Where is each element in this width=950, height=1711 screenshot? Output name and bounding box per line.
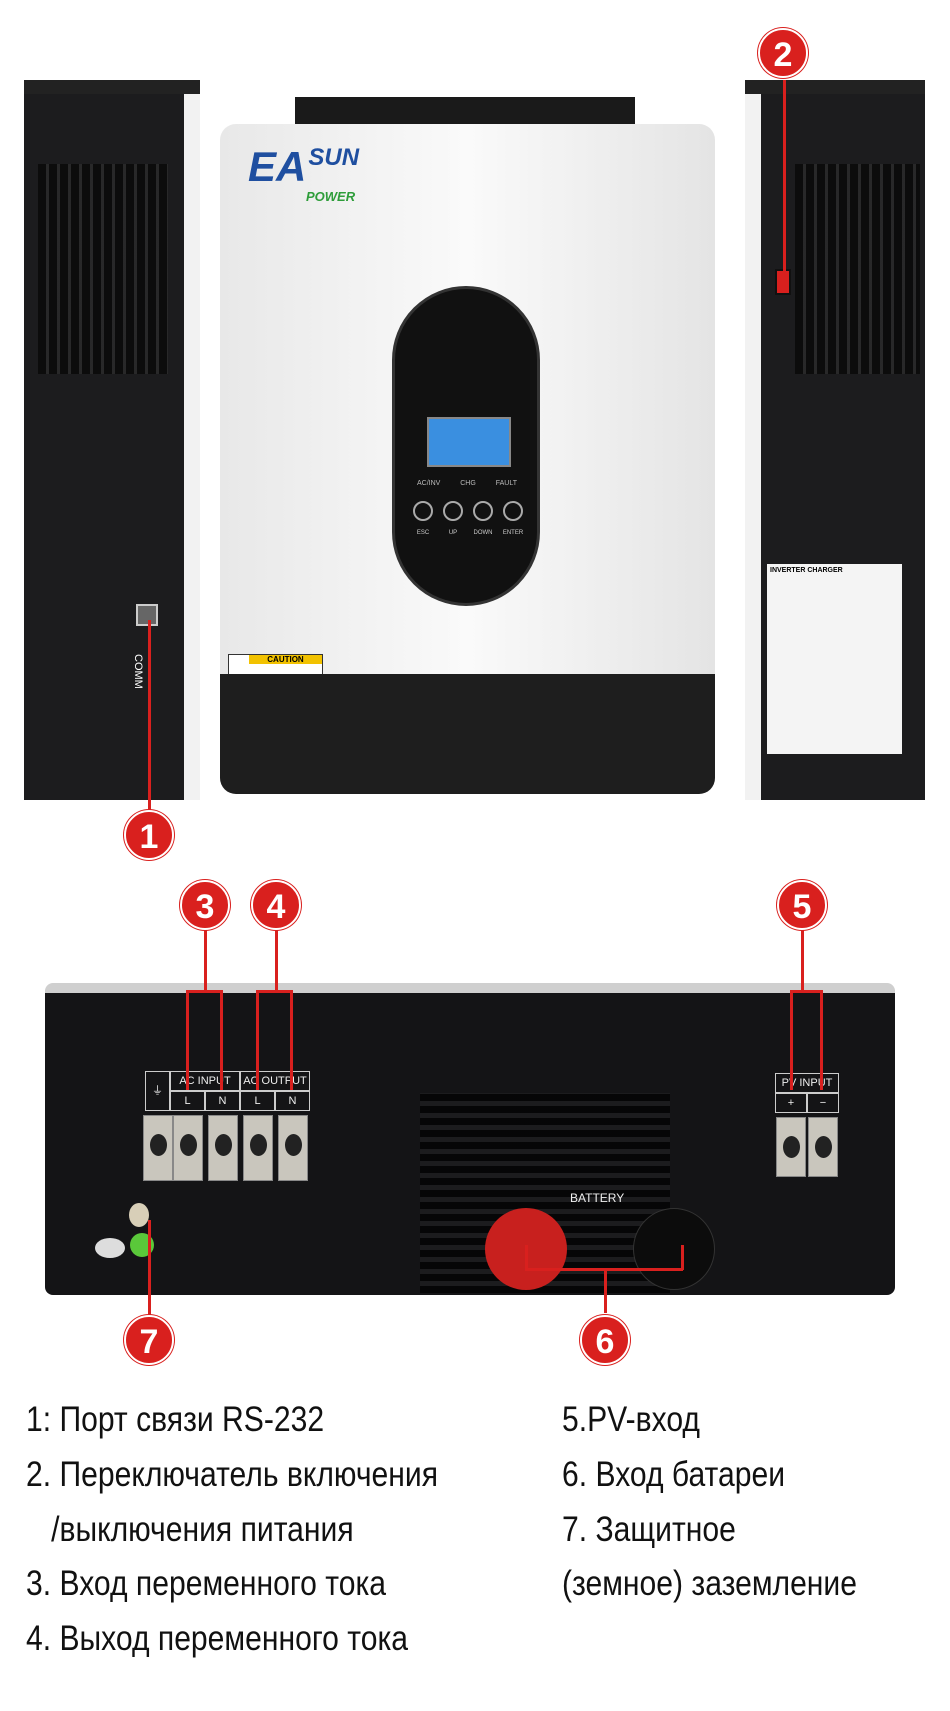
up-button[interactable] (443, 501, 463, 521)
ac-output-label: AC OUTPUT (240, 1071, 310, 1091)
esc-button[interactable] (413, 501, 433, 521)
brand-power: POWER (306, 189, 356, 204)
led-acinv: AC/INV (417, 480, 441, 487)
down-label: DOWN (473, 530, 493, 536)
legend-item-4: 4. Выход переменного тока (26, 1619, 409, 1658)
legend-item-5: 5.PV-вход (562, 1400, 700, 1439)
ground-screw[interactable] (129, 1203, 149, 1227)
legend-item-3: 3. Вход переменного тока (26, 1564, 387, 1603)
rear-unit: ⏚ AC INPUT AC OUTPUT L N L N PV INPUT + … (45, 983, 895, 1295)
ac-input-n: N (205, 1091, 240, 1111)
qc-sticker (95, 1238, 125, 1258)
enter-button[interactable] (503, 501, 523, 521)
ac-output-l: L (240, 1091, 275, 1111)
left-side-panel: COMM (24, 80, 200, 800)
terminal-pv-plus[interactable] (776, 1117, 806, 1177)
comm-port[interactable] (136, 604, 158, 626)
esc-label: ESC (416, 530, 430, 536)
terminal-ac-out-n[interactable] (278, 1115, 308, 1181)
front-bottom-panel (220, 674, 715, 794)
front-unit: EA SUN POWER AC/INV CHG FAULT ESC UP DOWN ENT… (220, 124, 715, 794)
spec-sticker: INVERTER CHARGER (767, 564, 902, 754)
badge-3: 3 (180, 880, 230, 930)
brand-ea: EA (248, 143, 307, 190)
terminal-ground[interactable] (143, 1115, 173, 1181)
badge-2: 2 (758, 28, 808, 78)
ac-output-n: N (275, 1091, 310, 1111)
terminal-pv-minus[interactable] (808, 1117, 838, 1177)
badge-7: 7 (124, 1315, 174, 1365)
legend-item-7-cont: (земное) заземление (562, 1564, 857, 1603)
badge-1: 1 (124, 810, 174, 860)
enter-label: ENTER (502, 530, 524, 536)
terminal-ac-in-n[interactable] (208, 1115, 238, 1181)
control-panel: AC/INV CHG FAULT ESC UP DOWN ENTER (392, 286, 540, 606)
ac-input-label: AC INPUT (170, 1071, 240, 1091)
pv-plus: + (775, 1093, 807, 1113)
comm-label: COMM (132, 654, 144, 689)
legend-item-7: 7. Защитное (562, 1510, 736, 1549)
up-label: UP (448, 530, 458, 536)
ground-symbol: ⏚ (145, 1071, 170, 1111)
terminal-ac-in-l[interactable] (173, 1115, 203, 1181)
lcd-display (427, 417, 511, 467)
pv-minus: − (807, 1093, 839, 1113)
mounting-bracket (295, 97, 635, 127)
right-side-panel: INVERTER CHARGER (745, 80, 925, 800)
pv-input-label: PV INPUT (775, 1073, 839, 1093)
badge-6: 6 (580, 1315, 630, 1365)
legend-item-6: 6. Вход батареи (562, 1455, 786, 1494)
legend-item-1: 1: Порт связи RS-232 (26, 1400, 325, 1439)
terminal-ac-out-l[interactable] (243, 1115, 273, 1181)
ac-input-l: L (170, 1091, 205, 1111)
battery-minus-terminal[interactable] (633, 1208, 715, 1290)
led-chg: CHG (460, 480, 476, 487)
led-fault: FAULT (495, 480, 517, 487)
legend-item-2: 2. Переключатель включения (26, 1455, 438, 1494)
brand-logo: EA SUN POWER (248, 143, 360, 204)
battery-label: BATTERY (570, 1191, 625, 1205)
badge-4: 4 (251, 880, 301, 930)
legend-item-2-cont: /выключения питания (26, 1510, 354, 1549)
down-button[interactable] (473, 501, 493, 521)
brand-sun: SUN (308, 144, 360, 171)
badge-5: 5 (777, 880, 827, 930)
